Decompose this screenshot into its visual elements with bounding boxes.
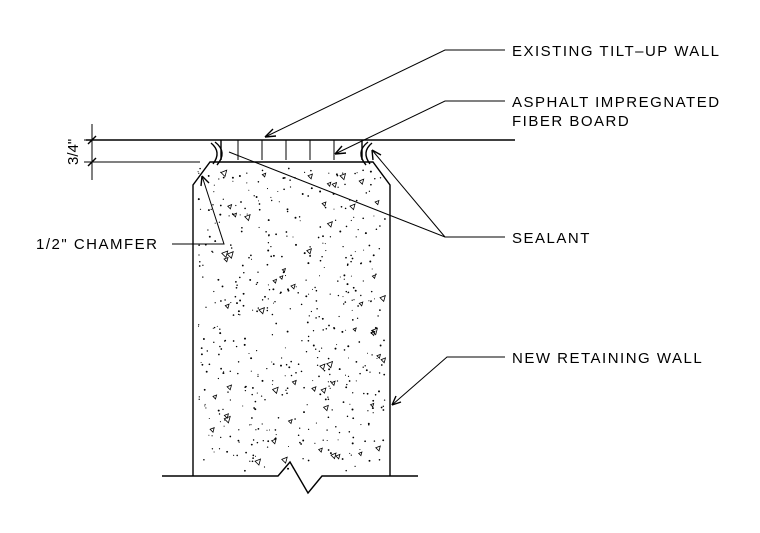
new-retaining-wall-outline bbox=[192, 161, 391, 476]
leader-fiber-board bbox=[334, 100, 505, 155]
label-chamfer: 1/2" CHAMFER bbox=[36, 236, 159, 253]
label-asphalt-impregnated: ASPHALT IMPREGNATED bbox=[512, 94, 721, 111]
label-fiber-board: FIBER BOARD bbox=[512, 113, 630, 130]
dimension-label: 3/4" bbox=[65, 139, 82, 165]
leader-sealant bbox=[228, 149, 505, 238]
ground-break-line bbox=[162, 460, 418, 495]
leader-existing-wall bbox=[264, 49, 505, 138]
concrete-stipple bbox=[197, 167, 387, 472]
dimension-3-4: 3/4" bbox=[65, 124, 200, 180]
leader-new-wall bbox=[391, 356, 505, 406]
label-new-retaining-wall: NEW RETAINING WALL bbox=[512, 350, 703, 367]
label-existing-tilt-up-wall: EXISTING TILT–UP WALL bbox=[512, 43, 721, 60]
leader-chamfer bbox=[172, 175, 225, 245]
label-sealant: SEALANT bbox=[512, 230, 591, 247]
